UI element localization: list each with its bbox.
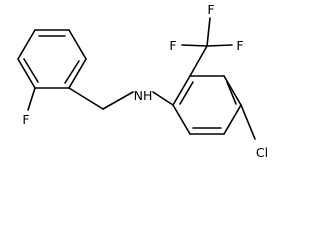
bond-ring2-inner-2 [226,81,237,105]
bond-cf3-f1 [206,17,211,47]
bond-c-f-ortho [27,87,36,111]
bond-ring1-ch2 [68,87,104,110]
bond-ring2-1 [172,75,191,106]
bond-ring1-5 [17,58,36,89]
bond-ring1-6 [17,29,36,60]
molecule-structure: NH F Cl F F F [17,2,268,160]
bond-n-ring2 [152,91,174,106]
bond-ch2-n [102,91,134,110]
bond-layer [17,17,256,140]
bond-ring2-cf3 [189,45,208,77]
bond-ring2-inner-1 [179,81,194,105]
cf3-fluoro-left-label: F [169,38,176,53]
chloro-label: Cl [256,145,268,160]
bond-cf3-f3 [206,44,233,47]
fluoro-label: F [22,112,29,127]
bond-ring2-6 [172,104,191,135]
bond-ring2-4 [223,104,242,135]
bond-c-cl [240,104,256,140]
bond-ring1-inner-2 [64,60,80,84]
bond-ring1-3 [68,58,87,89]
nh-label: NH [134,88,153,103]
bond-ring1-inner-3 [23,58,39,83]
bond-ring2-3 [223,75,242,106]
bond-ring1-2 [68,29,87,60]
cf3-fluoro-right-label: F [236,38,243,53]
label-layer: NH F Cl F F F [22,2,268,160]
cf3-fluoro-top-label: F [207,2,214,17]
bond-cf3-f2 [181,44,208,47]
